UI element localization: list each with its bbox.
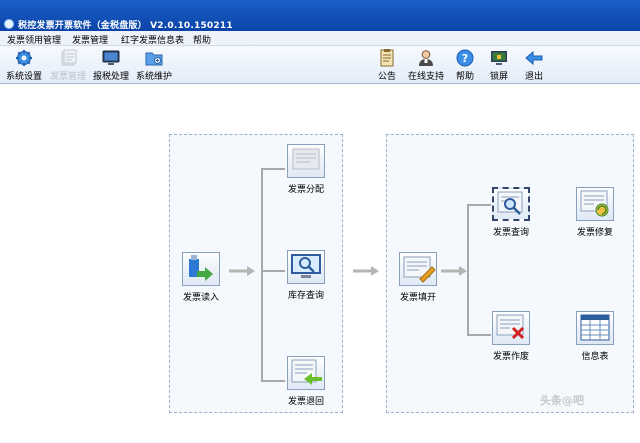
invoice-read-in-button[interactable]: 发票读入 (176, 252, 226, 303)
notice-label: 公告 (377, 72, 396, 82)
gear-icon (16, 50, 32, 66)
menu-item-red-invoice-info[interactable]: 红字发票信息表 (121, 36, 185, 46)
connector-to-distribute (261, 168, 285, 170)
connector-to-stock-query (261, 270, 285, 272)
invoice-issue-button[interactable]: 发票填开 (393, 252, 443, 303)
invoice-query-label: 发票查询 (492, 228, 529, 238)
invoice-void-button[interactable]: 发票作废 (486, 311, 536, 362)
stock-query-button[interactable]: 库存查询 (281, 250, 331, 301)
app-title: 税控发票开票软件（金税盘版） V2.0.10.150211 (18, 21, 233, 31)
exit-label: 退出 (524, 72, 543, 82)
exit-arrow-icon (525, 50, 543, 66)
lock-screen-label: 锁屏 (489, 72, 508, 82)
system-maintenance-button[interactable]: 系统维护 (132, 48, 176, 82)
invoice-distribute-icon (287, 144, 325, 178)
help-button[interactable]: ? 帮助 (443, 48, 487, 82)
exit-button[interactable]: 退出 (512, 48, 556, 82)
lock-screen-button[interactable]: 锁屏 (477, 48, 521, 82)
toolbar: 系统设置 发票管理 报税处理 系统维护 公告 (0, 46, 640, 84)
info-table-label: 信息表 (581, 352, 609, 362)
folder-tools-icon (145, 52, 163, 66)
flow-arrow-icon (229, 266, 255, 276)
info-table-icon (576, 311, 614, 345)
flow-arrow-icon (353, 266, 379, 276)
notice-button[interactable]: 公告 (365, 48, 409, 82)
menu-item-help[interactable]: 帮助 (193, 36, 212, 46)
invoice-return-icon (287, 356, 325, 390)
tax-filing-label: 报税处理 (92, 72, 129, 82)
online-support-button[interactable]: 在线支持 (404, 48, 448, 82)
invoice-void-label: 发票作废 (492, 352, 529, 362)
monitor-icon (102, 50, 120, 65)
invoice-stack-icon (61, 49, 77, 66)
stock-query-icon (287, 250, 325, 284)
invoice-query-icon (492, 187, 530, 221)
invoice-query-button[interactable]: 发票查询 (486, 187, 536, 238)
lock-screen-icon (491, 51, 507, 65)
invoice-distribute-label: 发票分配 (287, 185, 324, 195)
svg-text:?: ? (462, 52, 468, 65)
support-person-icon (419, 50, 433, 66)
app-logo-icon (4, 19, 14, 29)
info-table-button[interactable]: 信息表 (570, 311, 620, 362)
online-support-label: 在线支持 (407, 72, 444, 82)
notice-board-icon (380, 49, 394, 67)
connector-to-query (467, 204, 491, 206)
invoice-correct-label: 发票修复 (576, 228, 613, 238)
connector-to-return (261, 380, 285, 382)
connector-vertical (261, 168, 263, 382)
invoice-return-button[interactable]: 发票退回 (281, 356, 331, 407)
system-settings-label: 系统设置 (5, 72, 42, 82)
invoice-distribute-button[interactable]: 发票分配 (281, 144, 331, 195)
connector-to-void (467, 334, 491, 336)
invoice-void-icon (492, 311, 530, 345)
invoice-read-in-label: 发票读入 (182, 293, 219, 303)
flow-arrow-icon (441, 266, 467, 276)
invoice-issue-label: 发票填开 (399, 293, 436, 303)
invoice-correct-icon (576, 187, 614, 221)
system-maintenance-label: 系统维护 (135, 72, 172, 82)
invoice-correct-button[interactable]: 发票修复 (570, 187, 620, 238)
invoice-issue-icon (399, 252, 437, 286)
watermark: 头条@吧 (540, 394, 584, 407)
menu-item-invoice-management[interactable]: 发票管理 (72, 36, 109, 46)
connector-vertical (467, 204, 469, 336)
invoice-return-label: 发票退回 (287, 397, 324, 407)
invoice-management-button[interactable]: 发票管理 (46, 48, 90, 82)
menu-item-invoice-requisition[interactable]: 发票领用管理 (7, 36, 62, 46)
stock-query-label: 库存查询 (287, 291, 324, 301)
help-icon: ? (456, 49, 474, 67)
system-settings-button[interactable]: 系统设置 (2, 48, 46, 82)
help-label: 帮助 (455, 72, 474, 82)
invoice-read-in-icon (182, 252, 220, 286)
menu-bar: 发票领用管理 发票管理 红字发票信息表 帮助 (0, 31, 640, 46)
tax-filing-button[interactable]: 报税处理 (89, 48, 133, 82)
title-bar: 税控发票开票软件（金税盘版） V2.0.10.150211 (0, 0, 640, 31)
invoice-management-label: 发票管理 (49, 72, 86, 82)
